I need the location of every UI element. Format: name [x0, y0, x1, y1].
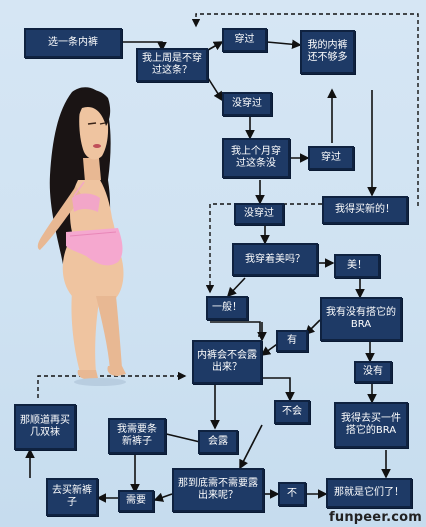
node-buy-bra: 我得去买一件搭它的BRA: [334, 402, 408, 448]
loop-neednew-to-ordinary: [205, 203, 322, 294]
arrow-week-to-worn: [207, 41, 224, 51]
arrow-worn-to-notenough: [266, 39, 302, 50]
node-buy-more: 那顺道再买几双袜: [14, 404, 76, 450]
arrow-pick-to-week: [122, 41, 167, 52]
node-will-show: 内裤会不会露出来？: [192, 340, 262, 384]
node-pick-underwear: 选一条内裤: [24, 28, 122, 58]
node-worn-last-month: 我上个月穿过这条没: [222, 138, 290, 178]
node-matching-bra: 我有没有搭它的BRA: [320, 297, 402, 341]
node-worn-last-week: 我上周是不穿过这条？: [136, 48, 208, 82]
node-need-new: 我得买新的！: [322, 196, 408, 224]
node-not-enough: 我的内裤还不够多: [300, 30, 355, 74]
node-will-show-yes: 会露: [198, 430, 238, 454]
node-am-i-pretty: 我穿着美吗？: [232, 243, 318, 276]
node-bra-yes: 有: [276, 330, 308, 352]
node-buy-new-pants: 去买新裤子: [46, 478, 98, 516]
arrow-show-to-wont: [263, 377, 295, 402]
node-need-to-show: 那到底需不需要露出来呢？: [172, 468, 264, 512]
node-bra-no: 没有: [354, 361, 392, 383]
node-ordinary: 一般！: [206, 296, 248, 320]
loop-buymore-to-show: [37, 371, 187, 398]
node-thats-it: 那就是它们了！: [326, 478, 412, 508]
node-month-no: 没穿过: [234, 203, 284, 225]
node-need-it: 需要: [118, 490, 154, 512]
loop-neednew-to-top: [191, 13, 419, 206]
node-pretty-yes: 美！: [334, 254, 380, 278]
arrow-wont-to-needshow: [239, 424, 263, 470]
arrow-needshow-to-need: [153, 492, 173, 502]
node-month-yes: 穿过: [308, 146, 354, 170]
node-wont-show: 不会: [274, 400, 310, 424]
arrow-week-to-notworn: [207, 77, 223, 102]
arrow-pretty-to-ordinary: [226, 277, 246, 298]
arrow-bra-to-have: [304, 319, 321, 336]
watermark: funpeer.com: [329, 510, 422, 525]
node-need-sexy: 我需要条新裤子: [108, 418, 166, 454]
node-worn-yes: 穿过: [222, 28, 267, 52]
node-no: 不: [278, 482, 306, 506]
node-worn-no: 没穿过: [222, 92, 272, 116]
